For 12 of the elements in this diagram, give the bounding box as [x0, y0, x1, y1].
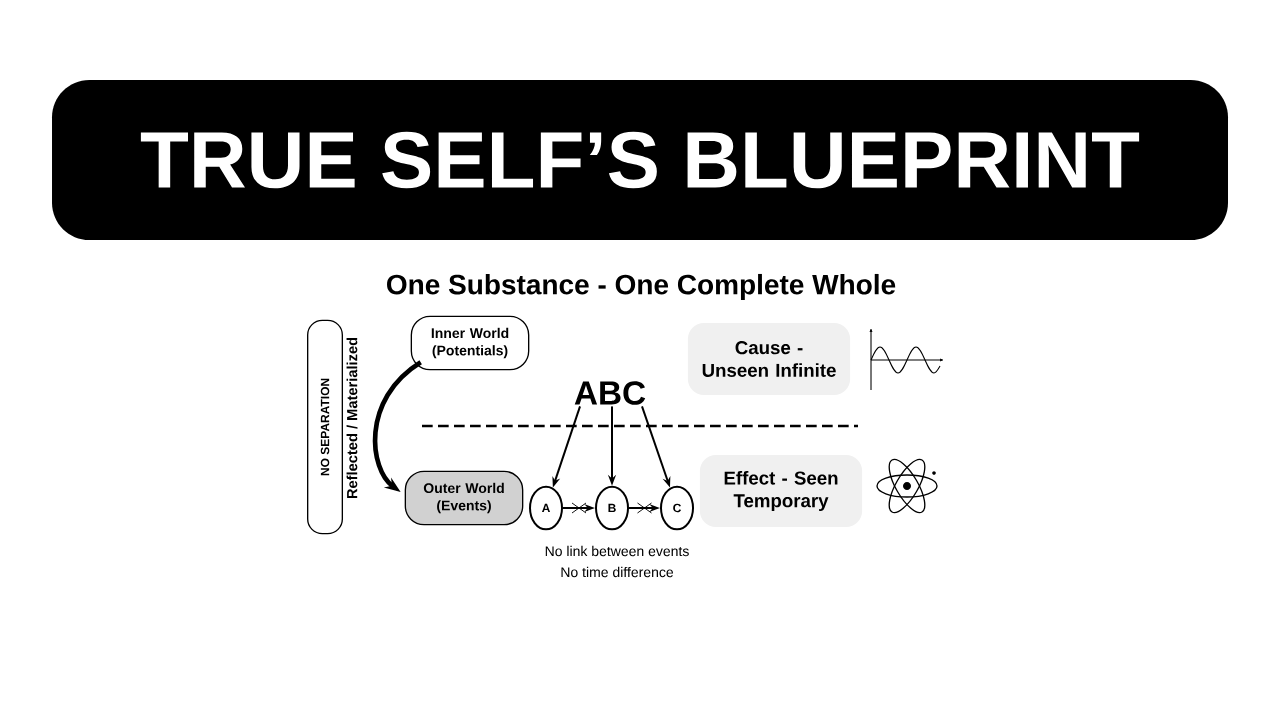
note-text: No time difference: [561, 566, 674, 578]
subtitle: One Substance - One Complete Whole: [387, 273, 896, 301]
text-panel: Effect - Seen Temporary: [699, 455, 863, 527]
edge-label: Reflected / Materialized: [346, 337, 358, 499]
rounded-box: NO SEPARATION: [307, 319, 343, 535]
arrow: [372, 360, 423, 492]
title-banner: TRUE SELF’S BLUEPRINT: [52, 80, 1228, 240]
note-text: No link between events: [545, 545, 689, 557]
heading-text: ABC: [574, 381, 646, 405]
text-panel: Cause - Unseen Infinite: [687, 323, 851, 395]
rounded-box: Inner World (Potentials): [410, 315, 530, 371]
rounded-box: Outer World (Events): [404, 470, 524, 526]
